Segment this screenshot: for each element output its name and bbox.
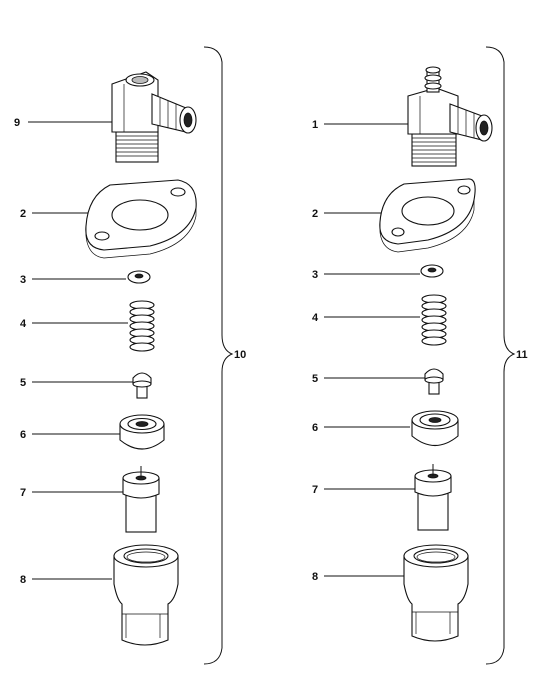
right-part-6-spacer — [411, 410, 459, 447]
right-assembly: 1 2 3 4 5 6 7 8 — [312, 46, 528, 665]
left-callout-3: 3 — [20, 274, 26, 286]
left-callout-2: 2 — [20, 208, 26, 220]
left-part-6-spacer — [119, 414, 165, 450]
right-callout-8: 8 — [312, 571, 318, 583]
left-part-2-flange — [85, 179, 197, 259]
right-part-3-washer — [420, 264, 444, 278]
left-part-5-spindle — [132, 372, 152, 399]
right-part-1-union-with-nipple — [407, 66, 493, 167]
left-callout-8: 8 — [20, 574, 26, 586]
right-part-5-spindle — [424, 368, 444, 395]
right-callout-5: 5 — [312, 373, 318, 385]
left-group-label: 10 — [234, 349, 246, 361]
right-callout-7: 7 — [312, 484, 318, 496]
right-part-2-flange — [379, 178, 476, 253]
left-callout-5: 5 — [20, 377, 26, 389]
left-part-9-elbow-union — [111, 71, 197, 163]
right-callout-1: 1 — [312, 119, 318, 131]
right-callout-4: 4 — [312, 312, 319, 324]
left-assembly: 9 2 3 4 5 6 7 8 — [14, 46, 246, 665]
right-group-brace — [485, 46, 516, 665]
left-part-7-nozzle — [122, 466, 160, 533]
left-part-4-spring — [129, 300, 155, 352]
right-callout-2: 2 — [312, 208, 318, 220]
right-group-label: 11 — [516, 349, 528, 361]
right-part-7-nozzle — [414, 464, 452, 531]
right-callout-6: 6 — [312, 422, 318, 434]
left-callout-7: 7 — [20, 487, 26, 499]
right-callout-3: 3 — [312, 269, 318, 281]
left-part-8-nozzle-nut — [113, 544, 179, 646]
right-part-8-nozzle-nut — [403, 544, 469, 642]
left-callout-9: 9 — [14, 117, 20, 129]
right-part-4-spring — [421, 294, 447, 346]
left-callout-4: 4 — [20, 318, 27, 330]
left-part-3-washer — [127, 270, 151, 284]
left-group-brace — [203, 46, 234, 665]
left-callout-6: 6 — [20, 429, 26, 441]
